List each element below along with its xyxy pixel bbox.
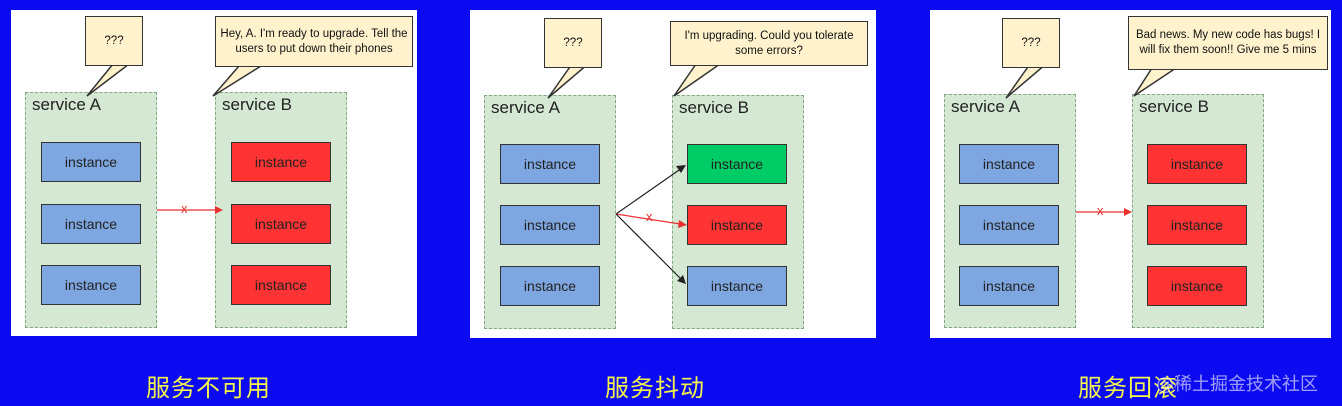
bubble-b-tail (1133, 67, 1179, 97)
service-a-group: service A instance instance instance (484, 95, 616, 329)
service-a-instance-3: instance (959, 266, 1059, 306)
service-b-instance-3: instance (231, 265, 331, 305)
route-arrow-up-head (676, 165, 686, 173)
watermark: @稀土掘金技术社区 (1156, 374, 1318, 395)
service-a-group: service A instance instance instance (25, 92, 157, 328)
diagram-panel-rollback: ??? Bad news. My new code has bugs! I wi… (930, 10, 1331, 338)
service-b-instance-1: instance (1147, 144, 1247, 184)
service-b-instance-1: instance (231, 142, 331, 182)
bubble-a-text: ??? (104, 34, 124, 47)
service-b-group: service B instance instance instance (215, 92, 347, 328)
service-b-instance-2: instance (231, 204, 331, 244)
service-b-title: service B (679, 98, 749, 117)
bubble-a-tail (547, 63, 591, 99)
diagram-panel-unavailable: ??? Hey, A. I'm ready to upgrade. Tell t… (11, 10, 417, 336)
service-b-title: service B (222, 95, 292, 114)
caption-service-jitter: 服务抖动 (605, 374, 705, 402)
bubble-a-tail (1005, 63, 1049, 99)
bubble-a-tail (86, 63, 132, 97)
bubble-a-text: ??? (1021, 36, 1041, 49)
route-arrow-down (615, 213, 683, 281)
bubble-b-text: Hey, A. I'm ready to upgrade. Tell the u… (220, 27, 408, 55)
service-b-instance-3: instance (687, 266, 787, 306)
service-a-speech-bubble: ??? (544, 18, 602, 68)
service-a-speech-bubble: ??? (1002, 18, 1060, 68)
bubble-b-text: I'm upgrading. Could you tolerate some e… (684, 29, 854, 57)
route-arrow-down-head (677, 275, 686, 284)
service-a-title: service A (491, 98, 560, 117)
service-a-instance-1: instance (500, 144, 600, 184)
service-a-title: service A (951, 97, 1020, 116)
service-b-group: service B instance instance instance (1132, 94, 1264, 328)
service-a-instance-3: instance (500, 266, 600, 306)
service-a-instance-1: instance (41, 142, 141, 182)
bubble-b-text: Bad news. My new code has bugs! I will f… (1135, 29, 1321, 56)
route-arrow-up (615, 167, 683, 215)
service-b-group: service B instance instance instance (672, 95, 804, 329)
service-a-title: service A (32, 95, 101, 114)
service-b-speech-bubble: I'm upgrading. Could you tolerate some e… (670, 21, 868, 66)
caption-service-unavailable: 服务不可用 (146, 374, 271, 402)
service-a-instance-2: instance (959, 205, 1059, 245)
bubble-b-tail (212, 65, 264, 97)
service-a-group: service A instance instance instance (944, 94, 1076, 328)
route-arrow-blocked (615, 213, 681, 225)
service-a-instance-2: instance (41, 204, 141, 244)
diagram-panel-jitter: ??? I'm upgrading. Could you tolerate so… (470, 10, 876, 338)
service-b-instance-2: instance (687, 205, 787, 245)
bubble-b-tail (673, 63, 723, 97)
service-b-speech-bubble: Bad news. My new code has bugs! I will f… (1128, 16, 1328, 70)
service-a-instance-1: instance (959, 144, 1059, 184)
service-b-instance-3: instance (1147, 266, 1247, 306)
route-arrow-blocked-head (678, 220, 687, 228)
blocked-arrow-head (215, 206, 223, 214)
service-b-instance-1: instance (687, 144, 787, 184)
service-a-speech-bubble: ??? (85, 16, 143, 66)
service-a-instance-3: instance (41, 265, 141, 305)
service-b-instance-2: instance (1147, 205, 1247, 245)
panel-connectors (547, 63, 723, 284)
blocked-arrow-label: x (646, 209, 653, 224)
bubble-a-text: ??? (563, 36, 583, 49)
service-b-title: service B (1139, 97, 1209, 116)
blocked-arrow-head (1124, 208, 1132, 216)
service-b-speech-bubble: Hey, A. I'm ready to upgrade. Tell the u… (215, 16, 413, 67)
blocked-arrow-label: x (1097, 203, 1104, 218)
blocked-arrow-label: x (181, 201, 188, 216)
service-a-instance-2: instance (500, 205, 600, 245)
caption-service-rollback: 服务回滚 (1078, 374, 1178, 402)
